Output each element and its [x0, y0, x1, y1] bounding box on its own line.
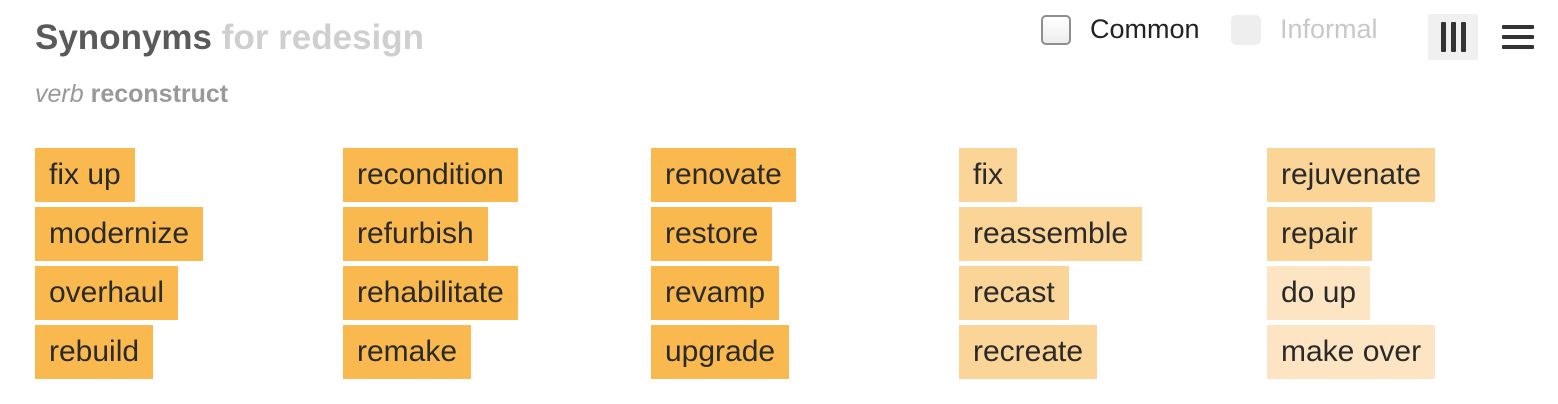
- common-filter-label: Common: [1090, 14, 1200, 44]
- synonym-link[interactable]: remake: [343, 325, 472, 379]
- list-view-icon: [1502, 25, 1534, 49]
- synonym-link[interactable]: make over: [1267, 325, 1436, 379]
- page-title: Synonyms for redesign: [35, 18, 424, 58]
- synonym-link[interactable]: rejuvenate: [1267, 148, 1436, 202]
- synonym-link[interactable]: recondition: [343, 148, 518, 202]
- title-synonyms-label: Synonyms: [35, 18, 212, 57]
- synonym-link[interactable]: recast: [959, 266, 1069, 320]
- synonym-link[interactable]: revamp: [651, 266, 780, 320]
- synonym-link[interactable]: fix: [959, 148, 1017, 202]
- synonym-link[interactable]: do up: [1267, 266, 1371, 320]
- synonym-link[interactable]: fix up: [35, 148, 135, 202]
- synonym-link[interactable]: renovate: [651, 148, 796, 202]
- informal-filter[interactable]: Informal: [1231, 14, 1378, 45]
- part-of-speech: verb: [35, 80, 84, 108]
- synonym-link[interactable]: refurbish: [343, 207, 488, 261]
- synonym-link[interactable]: rehabilitate: [343, 266, 518, 320]
- synonym-link[interactable]: repair: [1267, 207, 1372, 261]
- synonym-link[interactable]: modernize: [35, 207, 204, 261]
- synonym-link[interactable]: restore: [651, 207, 773, 261]
- columns-view-icon: [1440, 22, 1466, 52]
- common-checkbox[interactable]: [1041, 14, 1071, 45]
- synonym-link[interactable]: rebuild: [35, 325, 154, 379]
- informal-filter-label: Informal: [1280, 14, 1378, 44]
- common-filter[interactable]: Common: [1041, 14, 1200, 45]
- synonym-link[interactable]: upgrade: [651, 325, 790, 379]
- sense-definition: reconstruct: [90, 80, 229, 108]
- columns-view-button[interactable]: [1428, 14, 1478, 60]
- title-for-word: for redesign: [221, 18, 424, 57]
- list-view-button[interactable]: [1493, 14, 1543, 60]
- informal-checkbox[interactable]: [1231, 14, 1261, 45]
- synonym-link[interactable]: reassemble: [959, 207, 1143, 261]
- sense-line: verb reconstruct: [35, 80, 228, 109]
- synonym-link[interactable]: recreate: [959, 325, 1098, 379]
- synonym-link[interactable]: overhaul: [35, 266, 179, 320]
